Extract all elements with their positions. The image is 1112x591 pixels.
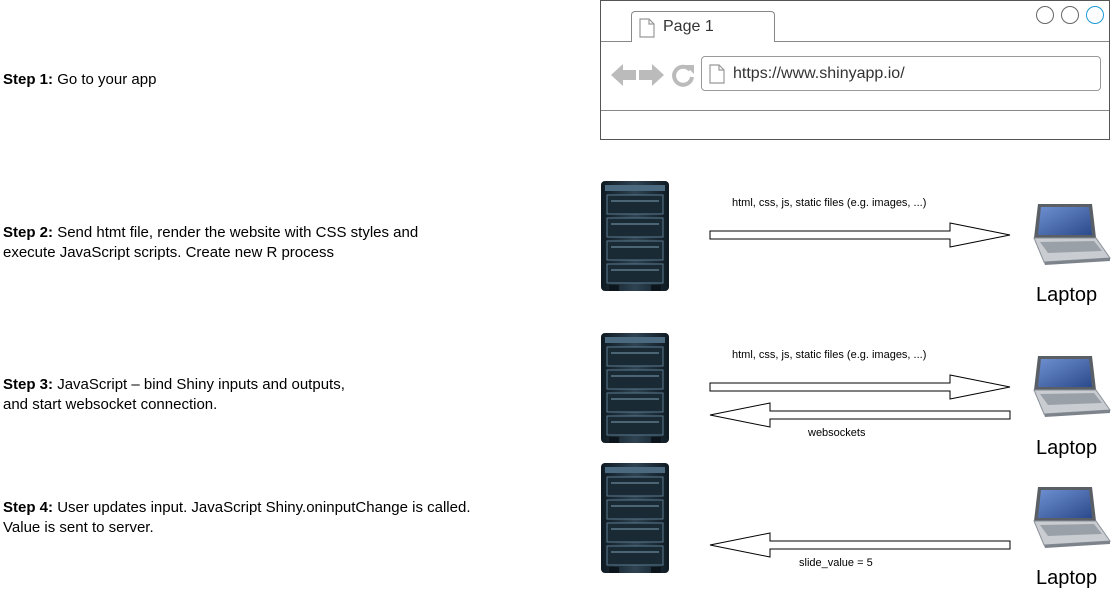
- tab-title: Page 1: [663, 18, 714, 35]
- step-1: Step 1: Go to your app: [3, 70, 156, 90]
- step-number: Step 1:: [3, 71, 54, 88]
- step-text: execute JavaScript scripts. Create new R…: [3, 244, 334, 261]
- step-3: Step 3: JavaScript – bind Shiny inputs a…: [3, 375, 345, 415]
- forward-arrow-icon[interactable]: [639, 63, 665, 87]
- laptop-label: Laptop: [1036, 567, 1098, 589]
- window-button-icon[interactable]: [1086, 6, 1104, 24]
- step-2: Step 2: Send htmt file, render the websi…: [3, 223, 418, 263]
- laptop-label: Laptop: [1036, 284, 1098, 306]
- laptop-label: Laptop: [1036, 437, 1098, 459]
- step-text: JavaScript – bind Shiny inputs and outpu…: [57, 376, 345, 393]
- browser-tab[interactable]: Page 1: [631, 11, 775, 42]
- step-text: Send htmt file, render the website with …: [57, 224, 419, 241]
- arrow-to-laptop: [709, 222, 1011, 248]
- step-text: User updates input. JavaScript Shiny.oni…: [57, 499, 471, 516]
- step-number: Step 2:: [3, 224, 54, 241]
- slide-value-label: slide_value = 5: [799, 557, 873, 569]
- window-button-icon[interactable]: [1061, 6, 1079, 24]
- step-text: Value is sent to server.: [3, 519, 154, 536]
- arrow-to-server: [709, 532, 1011, 558]
- arrow-to-server: [709, 402, 1011, 428]
- back-arrow-icon[interactable]: [611, 63, 637, 87]
- step-number: Step 3:: [3, 376, 54, 393]
- laptop-icon: [1033, 203, 1111, 266]
- document-icon: [709, 64, 725, 84]
- server-rack-icon: [600, 332, 670, 444]
- websockets-label: websockets: [808, 427, 866, 439]
- arrow-to-laptop: [709, 374, 1011, 400]
- browser-window: Page 1 https://www.shinyapp.io/: [600, 0, 1110, 140]
- server-rack-icon: [600, 180, 670, 292]
- document-icon: [639, 18, 655, 38]
- files-label: html, css, js, static files (e.g. images…: [732, 197, 927, 209]
- step-number: Step 4:: [3, 499, 54, 516]
- reload-icon[interactable]: [671, 63, 695, 87]
- url-text: https://www.shinyapp.io/: [733, 65, 905, 82]
- window-button-icon[interactable]: [1036, 6, 1054, 24]
- step-text: Go to your app: [57, 71, 157, 88]
- server-rack-icon: [600, 462, 670, 574]
- laptop-icon: [1033, 486, 1111, 549]
- step-4: Step 4: User updates input. JavaScript S…: [3, 498, 471, 538]
- files-label: html, css, js, static files (e.g. images…: [732, 349, 927, 361]
- laptop-icon: [1033, 355, 1111, 418]
- step-text: and start websocket connection.: [3, 396, 218, 413]
- url-bar[interactable]: https://www.shinyapp.io/: [701, 56, 1101, 91]
